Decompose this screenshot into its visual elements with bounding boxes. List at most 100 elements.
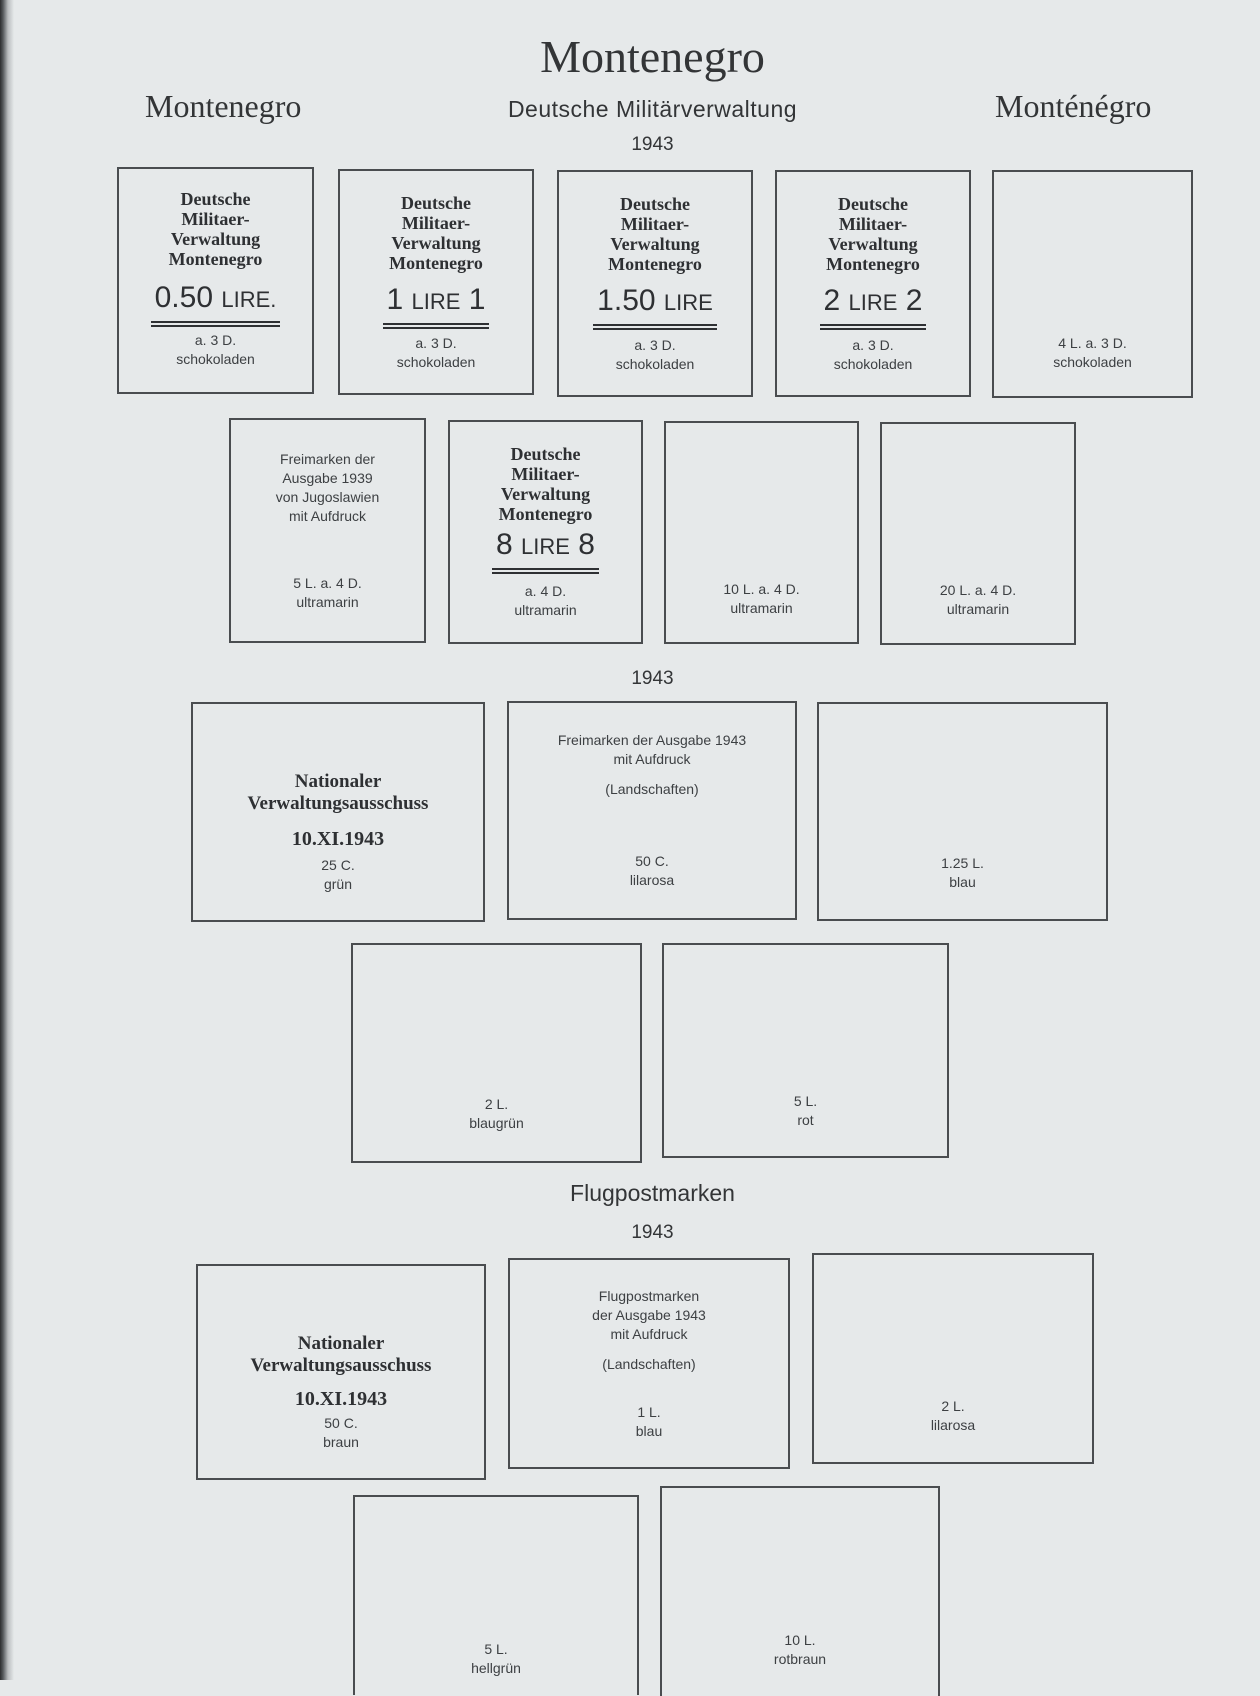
stamp-color: blau bbox=[635, 1423, 663, 1439]
stamp-color: braun bbox=[323, 1434, 359, 1450]
surcharge-value: 0.50 LIRE. bbox=[150, 281, 281, 327]
stamp-color: rot bbox=[797, 1112, 814, 1128]
stamp-description: 5 L. a. 4 D. bbox=[293, 575, 362, 591]
stamp-space-airmail-1-l[interactable]: Flugpostmarken der Ausgabe 1943 mit Aufd… bbox=[508, 1258, 790, 1469]
overprint-date: 10.XI.1943 bbox=[294, 1388, 388, 1410]
stamp-color: ultramarin bbox=[296, 594, 359, 610]
section-title-airmail: Flugpostmarken bbox=[570, 1180, 735, 1206]
stamp-value: 10 L. bbox=[784, 1632, 816, 1648]
overprint-text: Verwaltung bbox=[170, 229, 261, 249]
stamp-value: 50 C. bbox=[324, 1415, 358, 1431]
issue-note: Freimarken der bbox=[280, 451, 375, 467]
stamp-value: 1 L. bbox=[637, 1404, 661, 1420]
stamp-space-5-l[interactable]: 5 L. rot bbox=[662, 943, 949, 1158]
overprint-text: Deutsche bbox=[510, 444, 581, 464]
overprint-text: Montenegro bbox=[168, 249, 263, 269]
overprint-text: Montenegro bbox=[608, 254, 702, 274]
stamp-value: 50 C. bbox=[635, 853, 669, 869]
stamp-value: 5 L. bbox=[484, 1641, 508, 1657]
stamp-space-2-l[interactable]: 2 L. blaugrün bbox=[351, 943, 642, 1163]
overprint-text: Deutsche bbox=[838, 194, 908, 214]
overprint-text: Verwaltung bbox=[610, 234, 700, 254]
overprint-text: Militaer- bbox=[401, 213, 471, 233]
stamp-color: schokoladen bbox=[176, 351, 255, 367]
surcharge-value: 8 LIRE 8 bbox=[492, 528, 599, 574]
stamp-space-2-lire[interactable]: Deutsche Militaer- Verwaltung Montenegro… bbox=[775, 170, 971, 397]
issue-note: mit Aufdruck bbox=[610, 1326, 688, 1342]
page-title: Montenegro bbox=[540, 31, 765, 82]
overprint-date: 10.XI.1943 bbox=[291, 828, 385, 850]
stamp-space-50-c[interactable]: Freimarken der Ausgabe 1943 mit Aufdruck… bbox=[507, 701, 797, 920]
issue-note: von Jugoslawien bbox=[275, 489, 380, 505]
overprint-text: Verwaltungsausschuss bbox=[250, 1355, 432, 1376]
overprint-text: Deutsche bbox=[620, 194, 690, 214]
stamp-value: 5 L. bbox=[793, 1093, 818, 1109]
section-year: 1943 bbox=[631, 1222, 674, 1243]
stamp-value: 2 L. bbox=[941, 1398, 965, 1414]
album-binding-edge bbox=[0, 0, 14, 1680]
overprint-text: Verwaltung bbox=[391, 233, 481, 253]
stamp-space-20-lire[interactable]: 20 L. a. 4 D. ultramarin bbox=[880, 422, 1076, 645]
stamp-color: schokoladen bbox=[396, 354, 476, 370]
overprint-text: Militaer- bbox=[620, 214, 690, 234]
issue-note: Ausgabe 1939 bbox=[282, 470, 373, 486]
stamp-space-airmail-10-l[interactable]: 10 L. rotbraun bbox=[660, 1486, 940, 1696]
country-name-german: Montenegro bbox=[145, 88, 302, 124]
issue-note: (Landschaften) bbox=[602, 1356, 696, 1372]
issue-note: mit Aufdruck bbox=[288, 508, 367, 524]
stamp-space-0-50-lire[interactable]: Deutsche Militaer- Verwaltung Montenegro… bbox=[117, 167, 314, 394]
stamp-description: a. 3 D. bbox=[852, 337, 894, 353]
stamp-value: 1.25 L. bbox=[941, 855, 984, 871]
overprint-text: Militaer- bbox=[838, 214, 908, 234]
stamp-space-4-lire[interactable]: 4 L. a. 3 D. schokoladen bbox=[992, 170, 1193, 398]
overprint-text: Militaer- bbox=[181, 209, 250, 229]
stamp-description: a. 3 D. bbox=[634, 337, 676, 353]
stamp-description: 4 L. a. 3 D. bbox=[1058, 335, 1127, 351]
issue-note: (Landschaften) bbox=[605, 781, 699, 797]
stamp-space-1-50-lire[interactable]: Deutsche Militaer- Verwaltung Montenegro… bbox=[557, 170, 753, 397]
issue-note: Freimarken der Ausgabe 1943 bbox=[557, 732, 747, 748]
stamp-description: a. 4 D. bbox=[524, 583, 567, 599]
overprint-text: Montenegro bbox=[389, 253, 483, 273]
stamp-description: a. 3 D. bbox=[194, 332, 237, 348]
overprint-text: Militaer- bbox=[511, 464, 580, 484]
country-name-french: Monténégro bbox=[995, 88, 1152, 124]
stamp-color: blaugrün bbox=[469, 1115, 524, 1131]
stamp-description: 20 L. a. 4 D. bbox=[939, 582, 1017, 598]
stamp-color: lilarosa bbox=[930, 1417, 976, 1433]
stamp-color: lilarosa bbox=[629, 872, 675, 888]
stamp-color: ultramarin bbox=[946, 601, 1010, 617]
overprint-text: Verwaltung bbox=[500, 484, 591, 504]
stamp-value: 2 L. bbox=[484, 1096, 509, 1112]
stamp-color: schokoladen bbox=[833, 356, 913, 372]
stamp-color: ultramarin bbox=[514, 602, 577, 618]
stamp-color: schokoladen bbox=[615, 356, 695, 372]
stamp-value: 25 C. bbox=[321, 857, 355, 873]
stamp-space-airmail-2-l[interactable]: 2 L. lilarosa bbox=[812, 1253, 1094, 1464]
stamp-space-10-lire[interactable]: 10 L. a. 4 D. ultramarin bbox=[664, 421, 859, 644]
issue-note: Flugpostmarken bbox=[598, 1288, 700, 1304]
overprint-text: Verwaltung bbox=[828, 234, 918, 254]
stamp-space-1-25-l[interactable]: 1.25 L. blau bbox=[817, 702, 1108, 921]
stamp-space-5-lire[interactable]: Freimarken der Ausgabe 1939 von Jugoslaw… bbox=[229, 418, 426, 643]
stamp-space-25-c[interactable]: Nationaler Verwaltungsausschuss 10.XI.19… bbox=[191, 702, 485, 922]
stamp-color: ultramarin bbox=[730, 600, 793, 616]
section-year: 1943 bbox=[631, 668, 674, 689]
stamp-description: a. 3 D. bbox=[415, 335, 457, 351]
stamp-space-8-lire[interactable]: Deutsche Militaer- Verwaltung Montenegro… bbox=[448, 420, 643, 644]
surcharge-value: 1 LIRE 1 bbox=[382, 283, 490, 329]
issue-note: mit Aufdruck bbox=[613, 751, 691, 767]
issue-year: 1943 bbox=[631, 134, 674, 155]
overprint-text: Deutsche bbox=[180, 189, 251, 209]
overprint-text: Montenegro bbox=[498, 504, 593, 524]
overprint-text: Montenegro bbox=[826, 254, 920, 274]
overprint-text: Deutsche bbox=[401, 193, 471, 213]
issue-note: der Ausgabe 1943 bbox=[592, 1307, 706, 1323]
stamp-color: grün bbox=[323, 876, 353, 892]
stamp-color: blau bbox=[949, 874, 976, 890]
stamp-space-airmail-50-c[interactable]: Nationaler Verwaltungsausschuss 10.XI.19… bbox=[196, 1264, 486, 1480]
issue-subtitle: Deutsche Militärverwaltung bbox=[507, 96, 798, 122]
overprint-text: Nationaler bbox=[294, 771, 382, 792]
stamp-space-1-lire[interactable]: Deutsche Militaer- Verwaltung Montenegro… bbox=[338, 169, 534, 395]
stamp-space-airmail-5-l[interactable]: 5 L. hellgrün bbox=[353, 1495, 639, 1695]
